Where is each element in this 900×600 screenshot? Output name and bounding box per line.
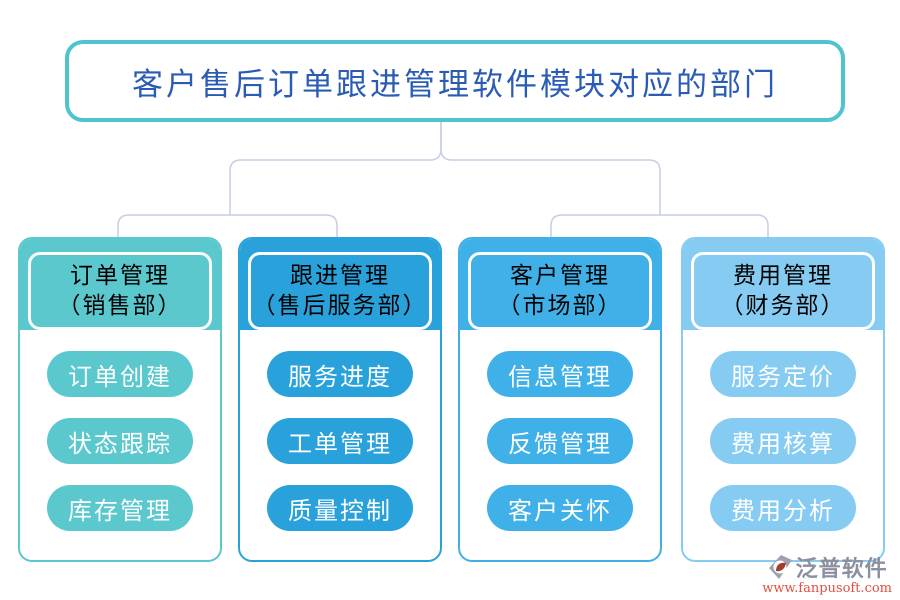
department-name: （售后服务部） (252, 293, 428, 319)
column-header: 客户管理 （市场部） (468, 252, 652, 330)
module-column-order-management: 订单管理 （销售部） 订单创建 状态跟踪 库存管理 (18, 237, 222, 562)
module-item: 服务进度 (267, 351, 413, 397)
module-name: 订单管理 (70, 262, 170, 289)
module-column-followup-management: 跟进管理 （售后服务部） 服务进度 工单管理 质量控制 (238, 237, 442, 562)
diagram-title: 客户售后订单跟进管理软件模块对应的部门 (132, 66, 778, 103)
module-item: 库存管理 (47, 485, 193, 531)
module-item: 客户关怀 (487, 485, 633, 531)
module-item: 订单创建 (47, 351, 193, 397)
diagram-title-box: 客户售后订单跟进管理软件模块对应的部门 (65, 40, 845, 122)
column-header: 订单管理 （销售部） (28, 252, 212, 330)
module-column-expense-management: 费用管理 （财务部） 服务定价 费用核算 费用分析 (681, 237, 885, 562)
department-name: （市场部） (497, 293, 623, 319)
department-name: （财务部） (720, 293, 846, 319)
module-name: 跟进管理 (290, 262, 390, 289)
connector-branch-right-upper (440, 122, 661, 215)
connector-branch-left-upper (229, 122, 442, 215)
connector-branch-right-lower (550, 214, 769, 237)
module-column-customer-management: 客户管理 （市场部） 信息管理 反馈管理 客户关怀 (458, 237, 662, 562)
module-item: 费用核算 (710, 418, 856, 464)
column-header-cap: 跟进管理 （售后服务部） (240, 239, 440, 330)
module-item: 工单管理 (267, 418, 413, 464)
module-item: 质量控制 (267, 485, 413, 531)
watermark-url: www.fanpusoft.com (762, 581, 892, 596)
column-header-cap: 费用管理 （财务部） (683, 239, 883, 330)
module-item: 服务定价 (710, 351, 856, 397)
column-header: 费用管理 （财务部） (691, 252, 875, 330)
module-item: 反馈管理 (487, 418, 633, 464)
module-name: 费用管理 (733, 262, 833, 289)
fanpu-logo-icon (768, 555, 792, 579)
watermark: 泛普软件 www.fanpusoft.com (762, 551, 892, 596)
department-name: （销售部） (57, 293, 183, 319)
column-header: 跟进管理 （售后服务部） (248, 252, 432, 330)
module-item: 状态跟踪 (47, 418, 193, 464)
connector-branch-left-lower (117, 214, 338, 237)
watermark-brand: 泛普软件 (795, 556, 888, 582)
module-item: 费用分析 (710, 485, 856, 531)
module-name: 客户管理 (510, 262, 610, 289)
column-header-cap: 订单管理 （销售部） (20, 239, 220, 330)
module-item: 信息管理 (487, 351, 633, 397)
column-header-cap: 客户管理 （市场部） (460, 239, 660, 330)
